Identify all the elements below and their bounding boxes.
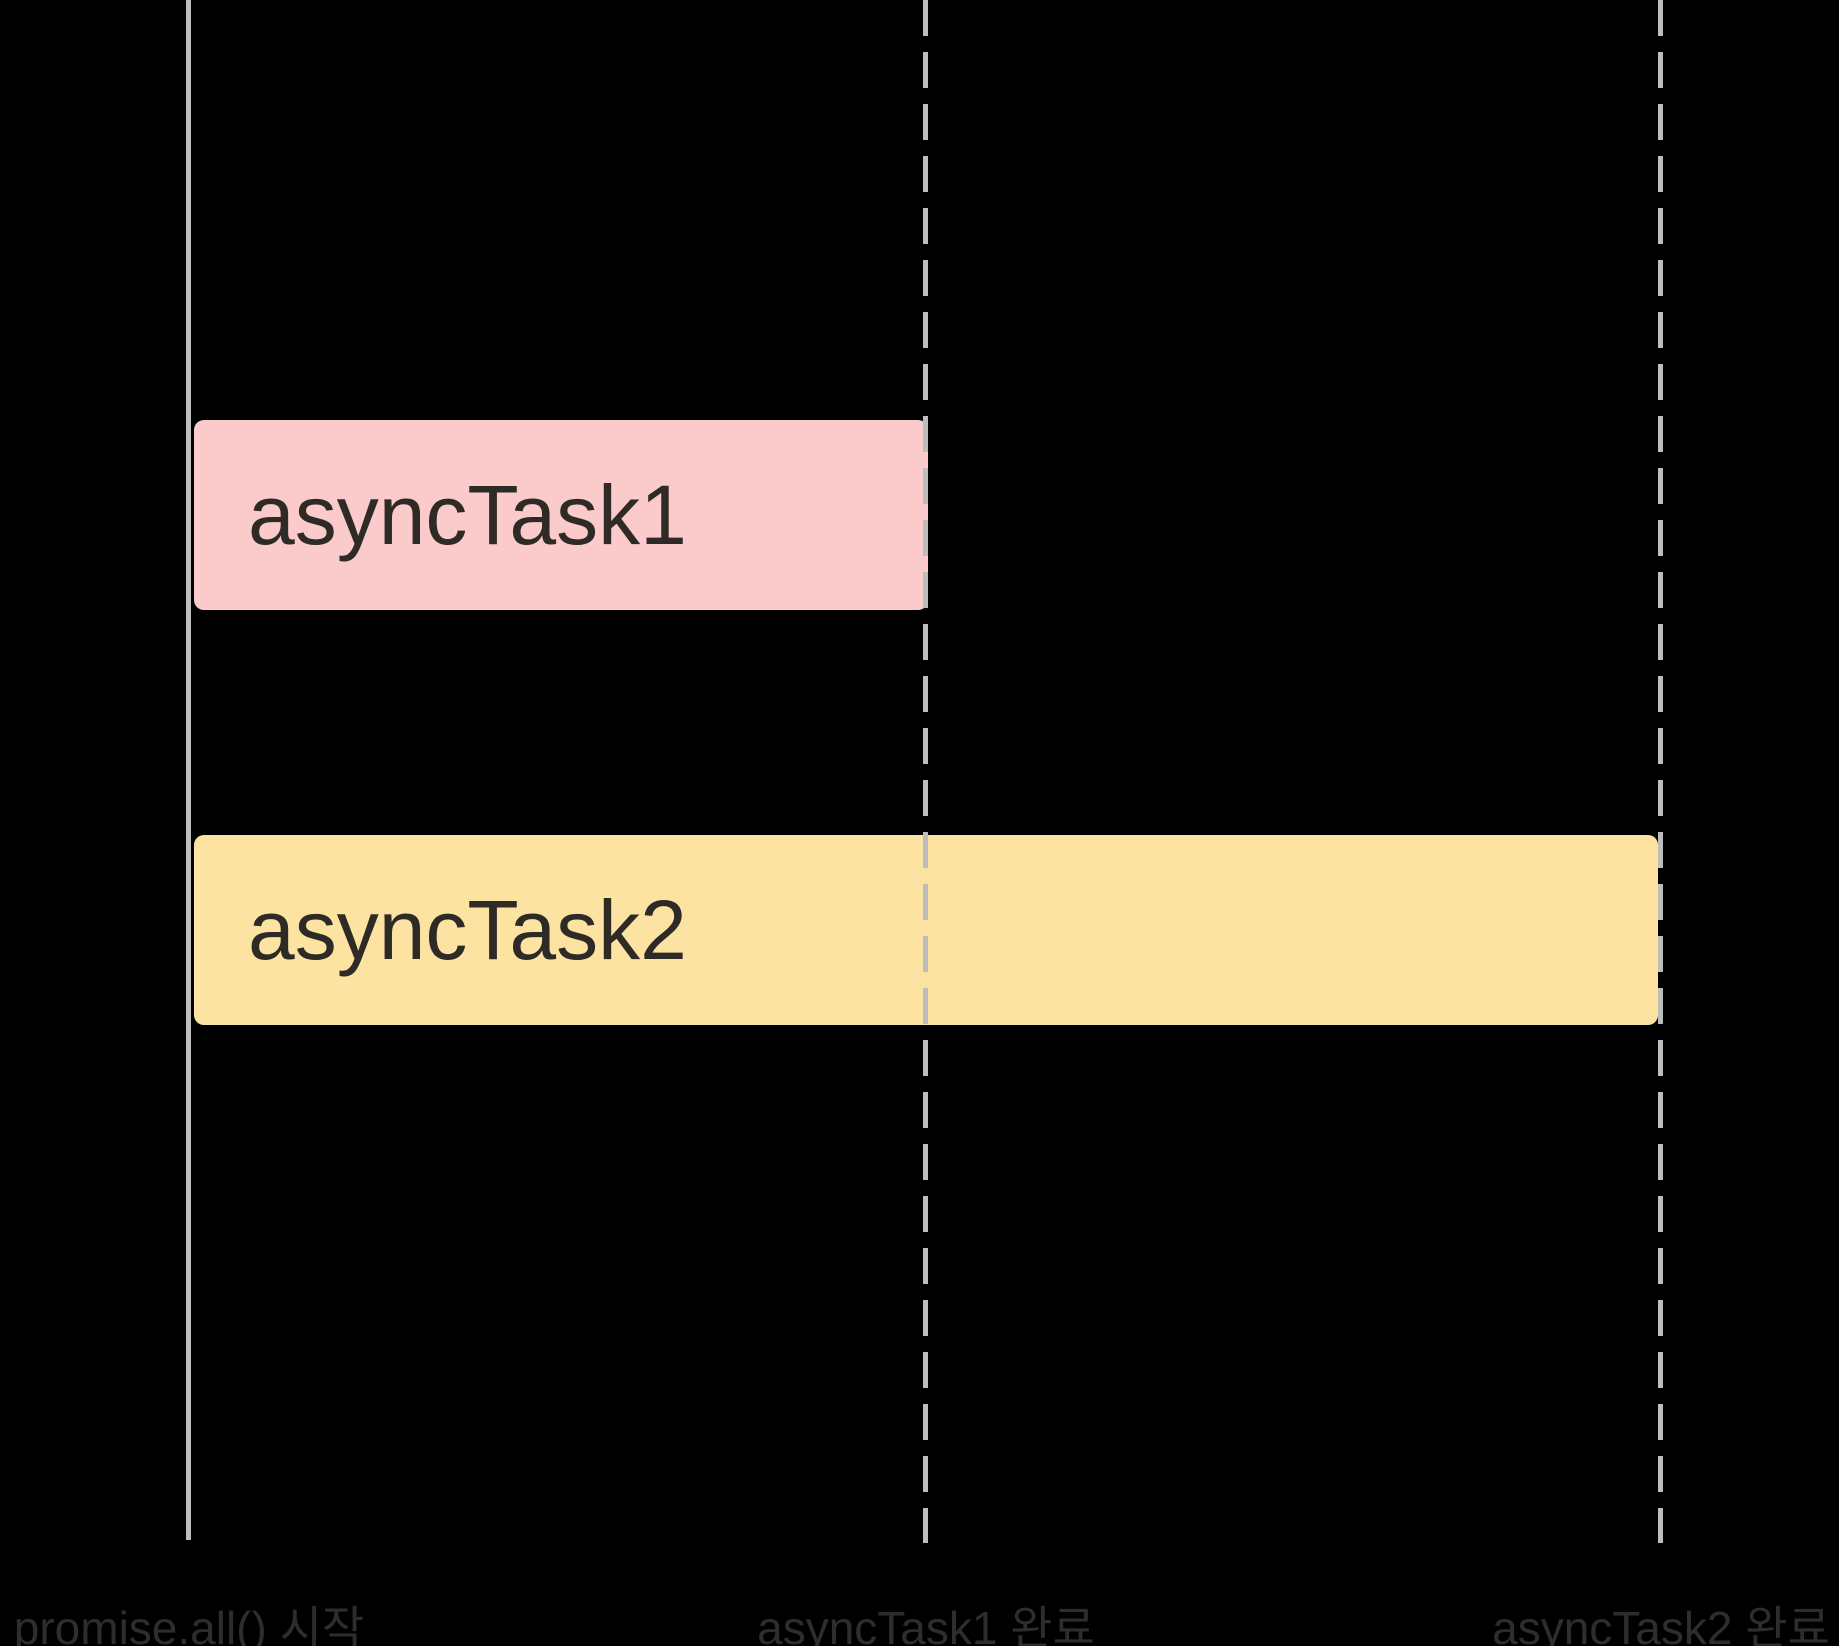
milestone-line-asynctask1-complete — [923, 0, 928, 1543]
task-label-asynctask2: asyncTask2 — [248, 882, 687, 977]
milestone-label-promise-all-start: promise.all() 시작 — [13, 1602, 365, 1646]
task-bar-asynctask1: asyncTask1 — [194, 420, 928, 610]
milestone-line-promise-all-start — [186, 0, 191, 1540]
milestone-line-asynctask2-complete — [1658, 0, 1663, 1543]
task-label-asynctask1: asyncTask1 — [248, 467, 687, 562]
milestone-label-asynctask1-complete: asyncTask1 완료 — [757, 1602, 1095, 1646]
milestone-label-asynctask2-complete: asyncTask2 완료 — [1492, 1602, 1830, 1646]
